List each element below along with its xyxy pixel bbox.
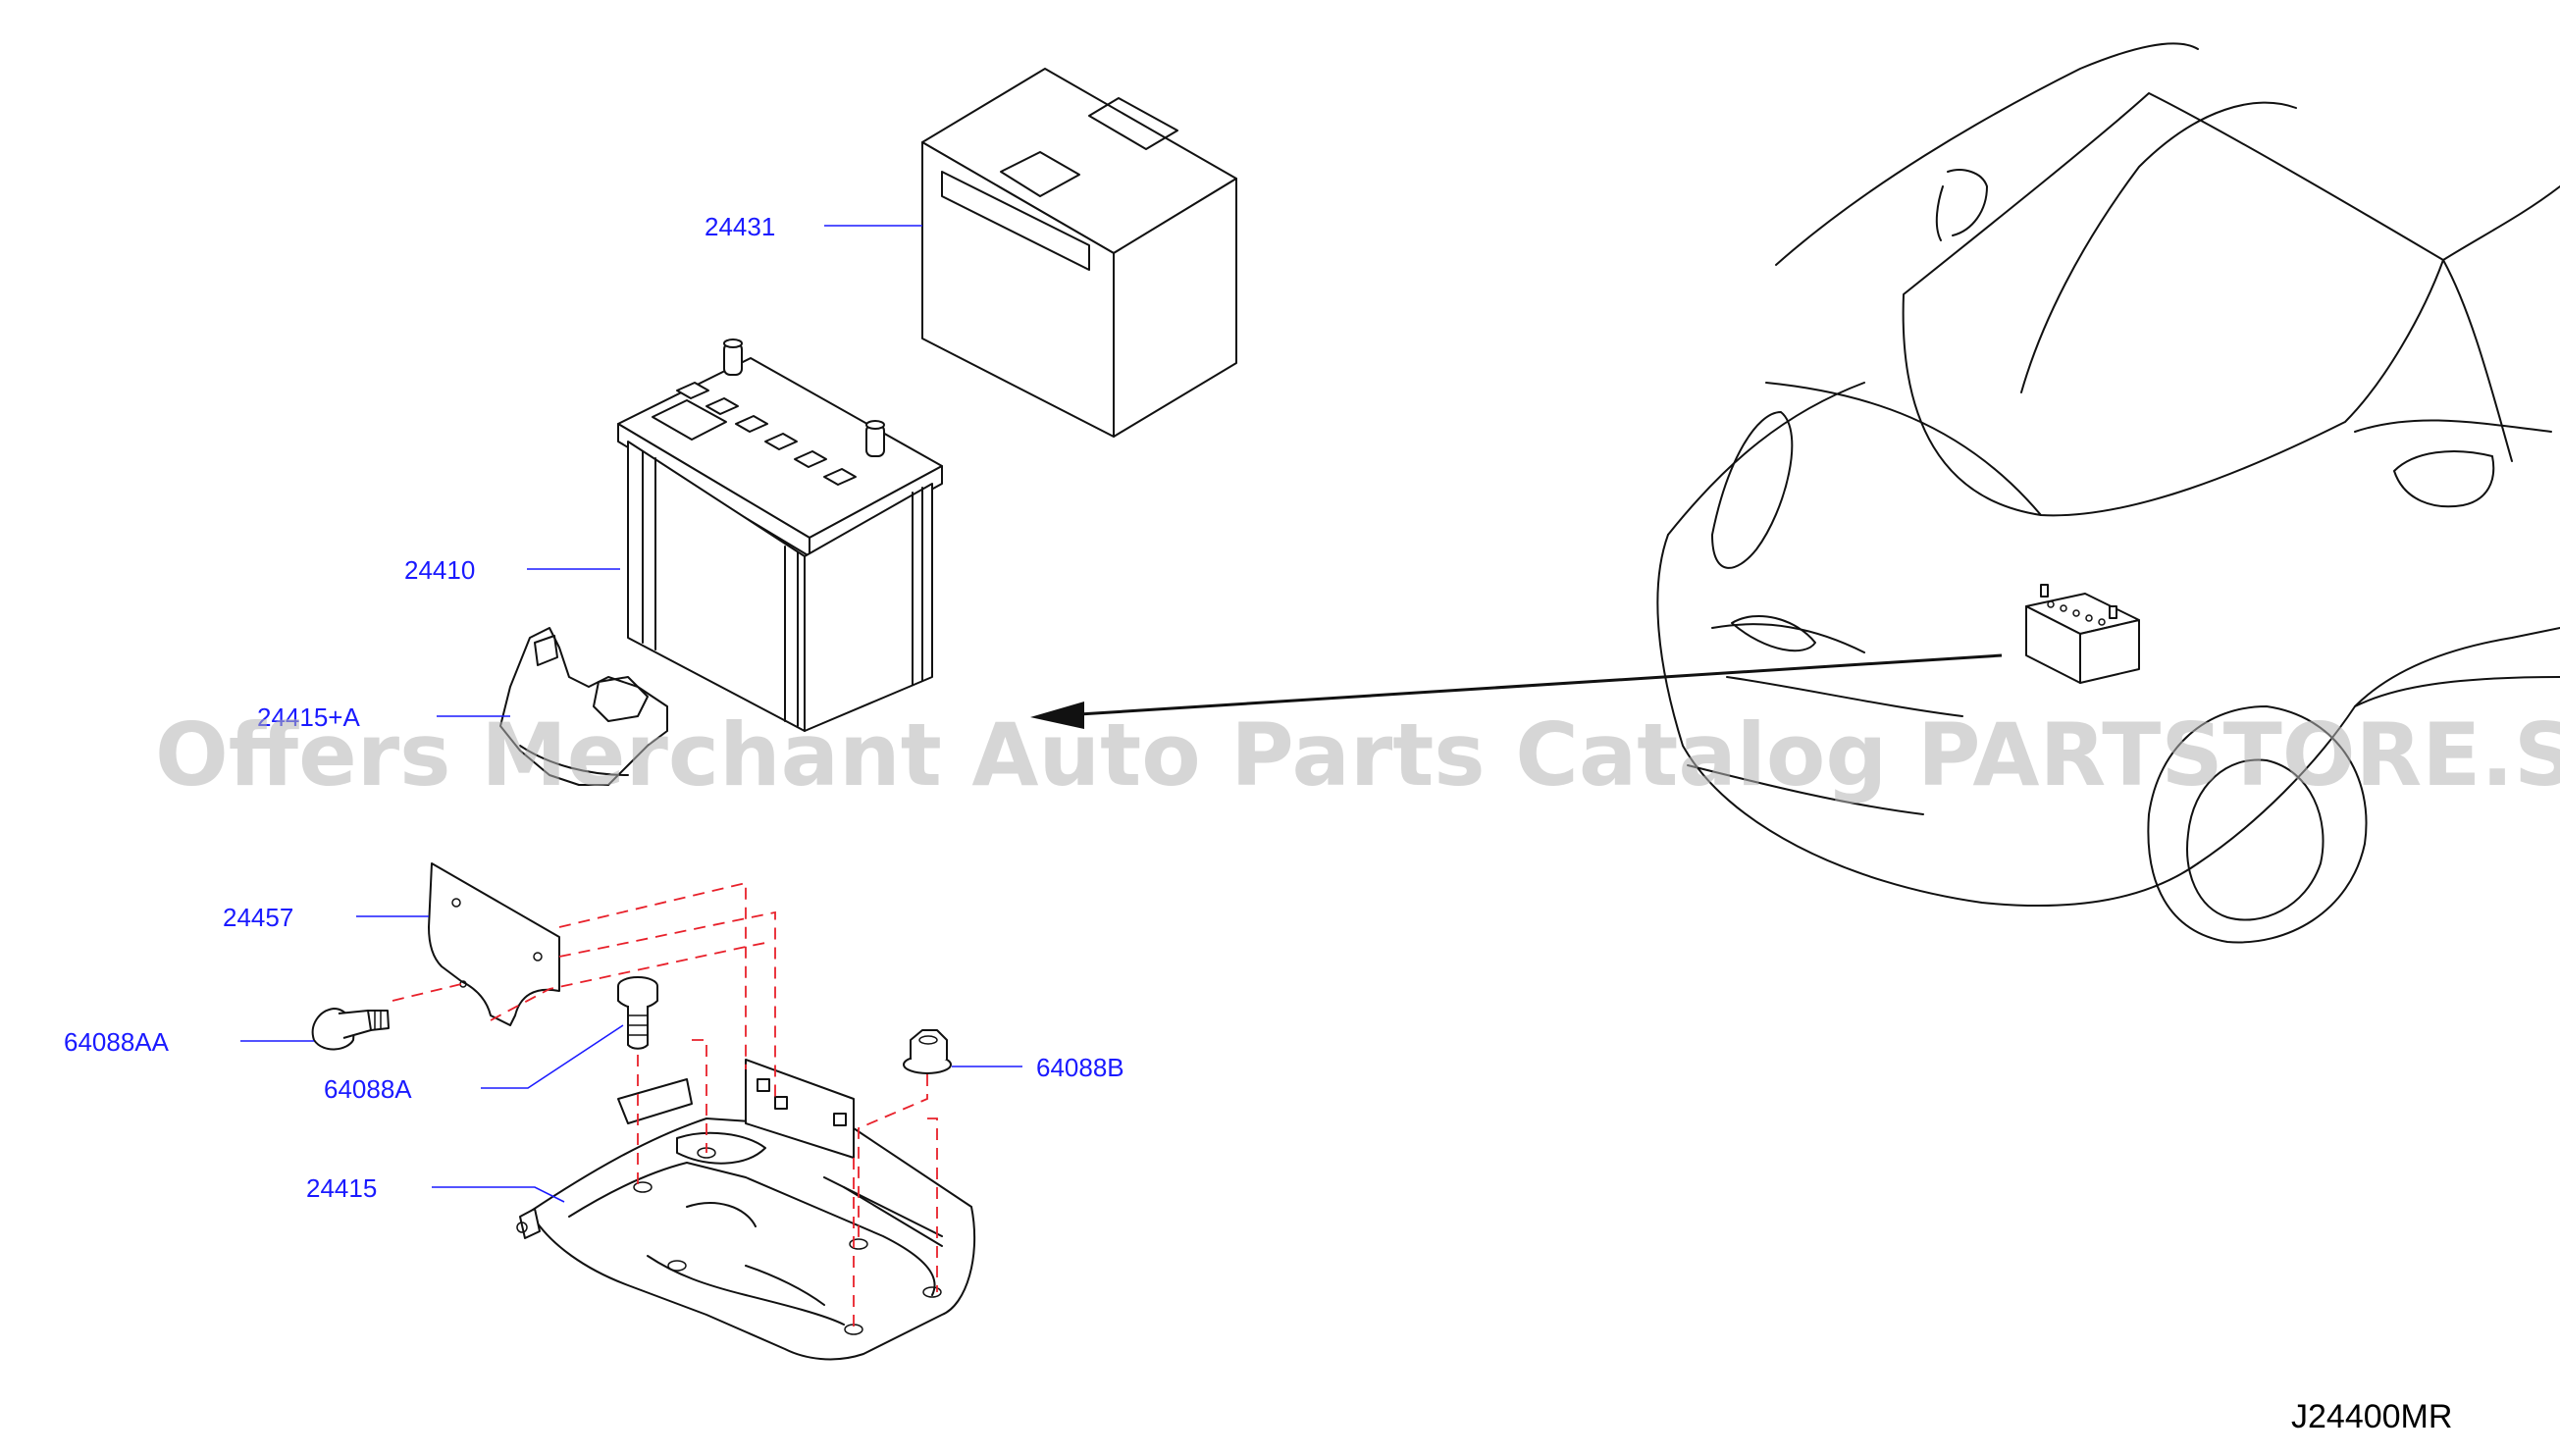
battery-location-icon <box>2025 584 2140 684</box>
battery-drawing <box>617 338 943 732</box>
bolt-flanged-drawing <box>311 1008 390 1051</box>
watermark-text: Offers Merchant Auto Parts Catalog PARTS… <box>155 704 2560 806</box>
part-label-24431[interactable]: 24431 <box>705 212 775 241</box>
vehicle-outline <box>1030 42 2560 944</box>
part-label-64088a[interactable]: 64088A <box>324 1074 412 1104</box>
battery-tray-drawing <box>516 1059 976 1361</box>
part-label-24410[interactable]: 24410 <box>404 555 475 585</box>
hold-down-frame-drawing <box>499 627 668 786</box>
diagram-reference-code: J24400MR <box>2291 1398 2452 1435</box>
part-label-24415[interactable]: 24415 <box>306 1173 377 1203</box>
bracket-plate-drawing <box>428 862 560 1026</box>
assembly-guides <box>392 881 938 1329</box>
part-label-24457[interactable]: 24457 <box>223 903 293 932</box>
part-label-64088b[interactable]: 64088B <box>1036 1053 1124 1082</box>
location-arrow <box>1030 653 2003 729</box>
part-label-24415a[interactable]: 24415+A <box>257 702 360 732</box>
leader-lines <box>240 225 1022 1203</box>
part-label-64088aa[interactable]: 64088AA <box>64 1027 170 1057</box>
bolt-vertical-drawing <box>617 976 658 1050</box>
battery-cover-drawing <box>921 68 1237 438</box>
part-labels: 24431 24410 24415+A 24457 64088AA 64088A… <box>64 212 1124 1203</box>
nut-flanged-drawing <box>903 1029 952 1074</box>
